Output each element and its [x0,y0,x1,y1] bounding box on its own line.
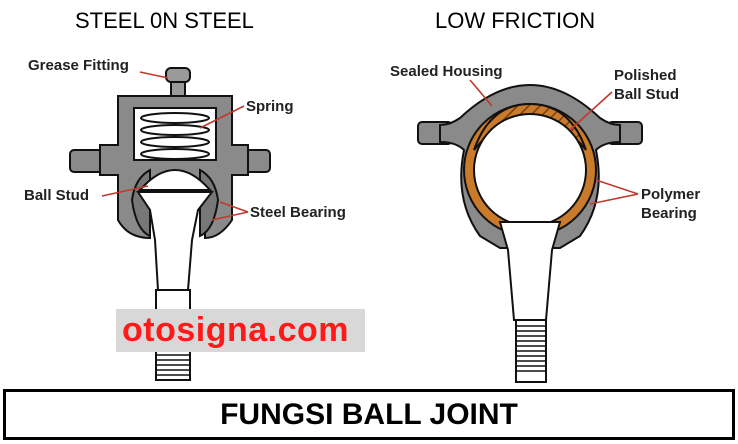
leader-sealed-housing [469,79,493,107]
grease-fitting-cap [165,67,191,83]
leader-ball-stud-left [101,185,149,197]
caption-title: FUNGSI BALL JOINT [220,398,518,431]
low-friction-ball-joint [417,84,643,383]
leader-polymer-bearing [589,179,639,205]
label-spring: Spring [246,98,294,115]
left-bolt [69,149,105,173]
watermark-text: otosigna.com [122,311,350,349]
leader-steel-bearing [211,201,249,221]
steel-stud-shank [136,191,215,291]
label-polymer-line2: Bearing [641,205,697,222]
leader-spring [199,105,245,129]
steel-ball [137,169,213,191]
polished-stud-shank [498,221,562,321]
leader-polished-ball-stud [569,91,613,131]
polished-stud-threads [516,325,546,372]
caption-box: FUNGSI BALL JOINT [3,389,735,440]
steel-ball-joint [69,67,271,381]
label-grease-fitting: Grease Fitting [28,57,129,74]
label-sealed-housing: Sealed Housing [390,63,503,80]
label-ball-stud-left: Ball Stud [24,187,89,204]
label-polished-line1: Polished [614,67,677,84]
label-steel-bearing: Steel Bearing [250,204,346,221]
leader-grease-fitting [139,71,169,79]
spring [140,112,210,160]
watermark: otosigna.com [116,309,365,352]
label-polymer-line1: Polymer [641,186,700,203]
polished-ball [473,113,587,227]
left-heading: STEEL 0N STEEL [75,8,254,33]
label-polished-line2: Ball Stud [614,86,679,103]
right-heading: LOW FRICTION [435,8,595,33]
